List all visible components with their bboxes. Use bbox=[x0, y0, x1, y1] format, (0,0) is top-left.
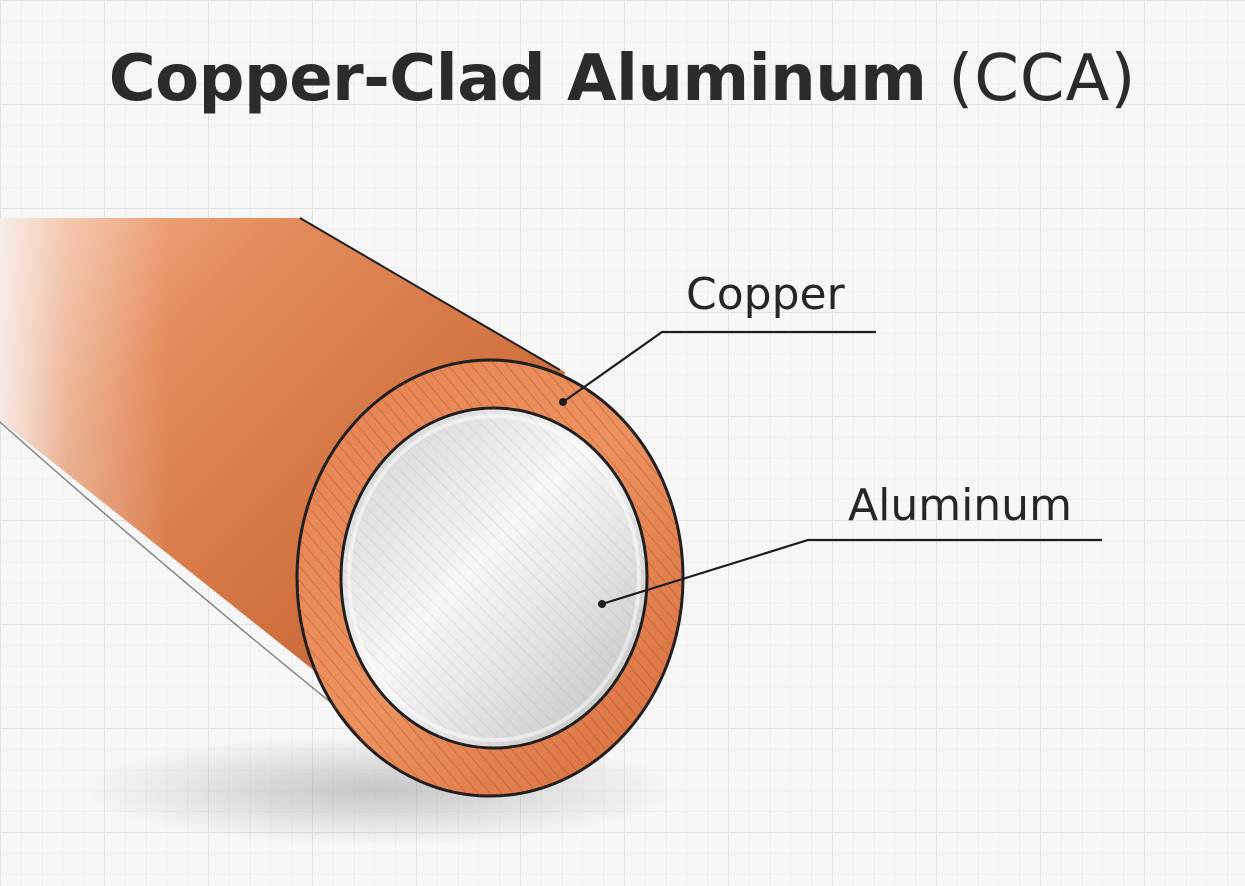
aluminum-leader-dot bbox=[598, 600, 606, 608]
wire-top-edge bbox=[299, 217, 561, 371]
copper-leader-dot bbox=[559, 398, 567, 406]
aluminum-label: Aluminum bbox=[848, 480, 1072, 531]
copper-leader-line bbox=[562, 330, 876, 403]
copper-label: Copper bbox=[686, 269, 845, 320]
title-main: Copper-Clad Aluminum bbox=[108, 42, 927, 116]
diagram-title: Copper-Clad Aluminum (CCA) bbox=[0, 42, 1245, 116]
aluminum-leader-line bbox=[601, 538, 1102, 606]
title-abbreviation: (CCA) bbox=[948, 42, 1137, 116]
